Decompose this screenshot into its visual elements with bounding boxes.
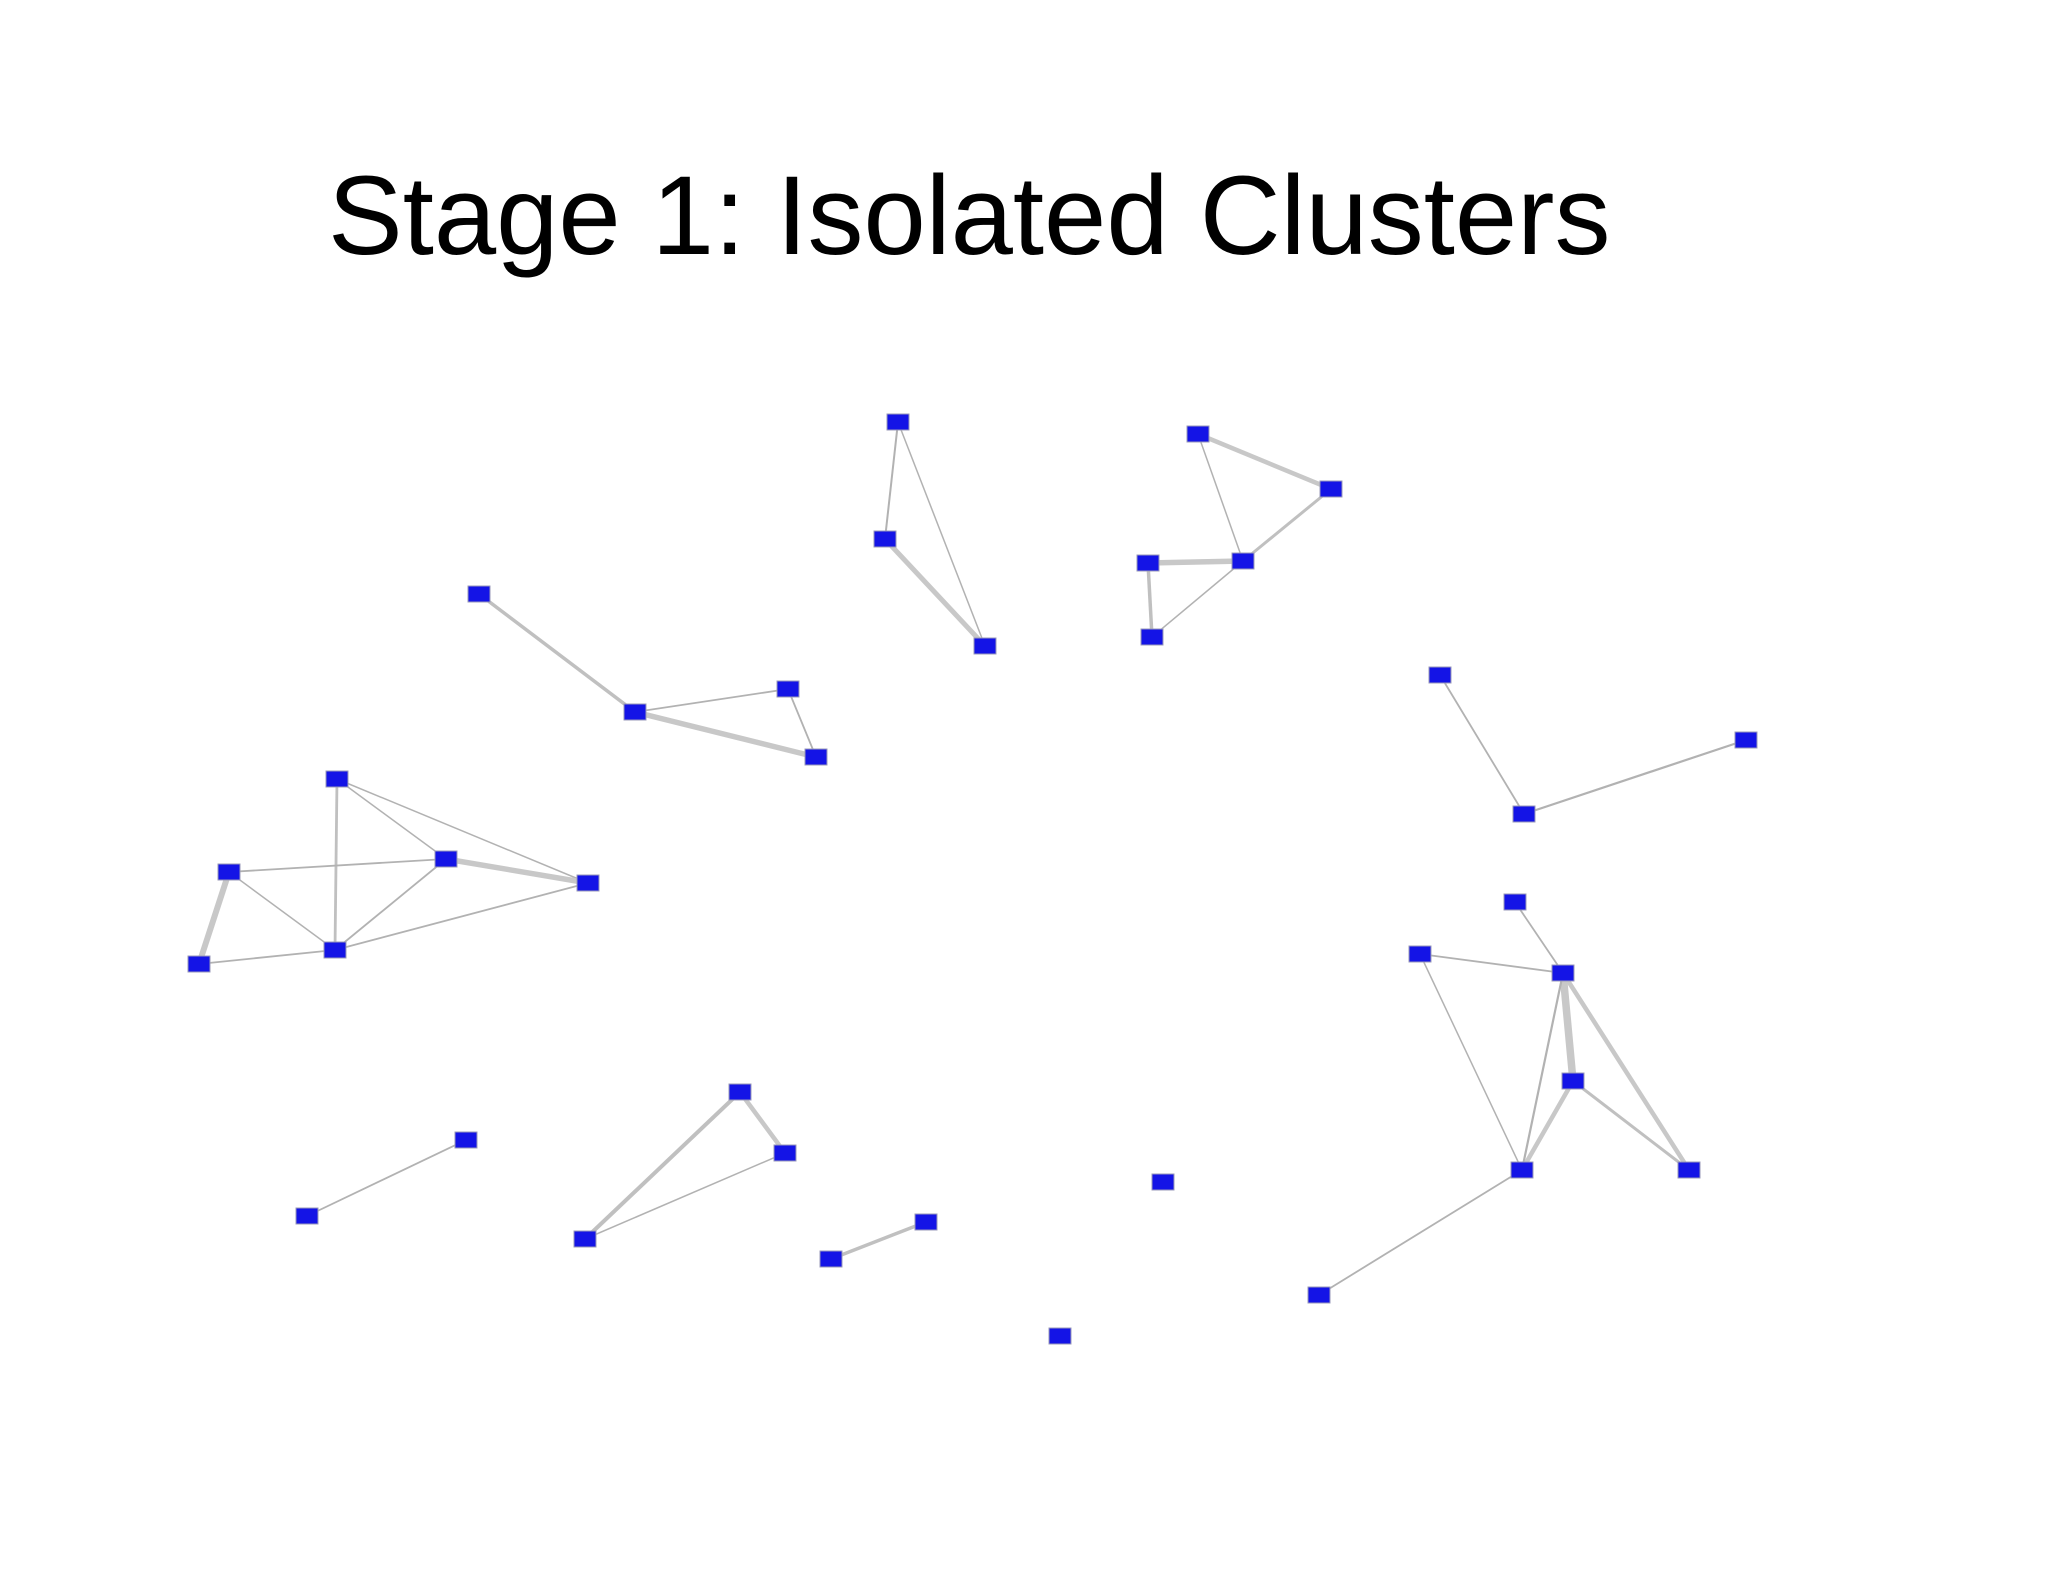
graph-node-j1 (1151, 1173, 1175, 1191)
graph-node-c4 (804, 748, 828, 766)
graph-edge-d5-d6 (198, 949, 336, 965)
graph-node-d3 (434, 850, 458, 868)
graph-node-g3 (573, 1230, 597, 1248)
graph-edge-f2-f5 (1419, 953, 1523, 1171)
graph-edge-f5-f7 (1318, 1169, 1523, 1296)
graph-edge-a1-a2 (884, 421, 899, 540)
graph-edge-f3-f4 (1559, 972, 1577, 1082)
graph-node-g2 (773, 1144, 797, 1162)
graph-node-b2 (1319, 480, 1343, 498)
graph-edge-e1-e2 (1439, 674, 1525, 815)
graph-edge-f1-f3 (1514, 901, 1564, 974)
graph-edge-f4-f5 (1520, 1079, 1575, 1172)
graph-edge-b1-b2 (1197, 431, 1332, 492)
graph-node-e1 (1428, 666, 1452, 684)
graph-edge-h1-h2 (306, 1139, 467, 1217)
graph-node-b5 (1140, 628, 1164, 646)
graph-node-f4 (1561, 1072, 1585, 1090)
graph-node-e2 (1512, 805, 1536, 823)
graph-edge-d3-d5 (334, 858, 447, 951)
graph-node-d4 (576, 874, 600, 892)
graph-edge-d1-d3 (336, 778, 447, 860)
graph-node-g1 (728, 1083, 752, 1101)
graph-node-h1 (454, 1131, 478, 1149)
graph-node-b1 (1186, 425, 1210, 443)
graph-edge-a2-a3 (883, 537, 987, 648)
graph-edge-e2-e3 (1523, 738, 1747, 816)
graph-edge-f2-f3 (1419, 953, 1564, 974)
graph-node-i1 (914, 1213, 938, 1231)
graph-edge-d2-d6 (196, 871, 232, 965)
graph-node-f5 (1510, 1161, 1534, 1179)
graph-edge-d2-d5 (228, 871, 336, 951)
graph-node-i2 (819, 1250, 843, 1268)
graph-edge-b4-b5 (1146, 562, 1154, 638)
graph-node-c3 (776, 680, 800, 698)
graph-node-c1 (467, 585, 491, 603)
graph-node-c2 (623, 703, 647, 721)
graph-node-j2 (1048, 1327, 1072, 1345)
graph-node-f7 (1307, 1286, 1331, 1304)
graph-edge-f4-f6 (1572, 1079, 1690, 1172)
graph-node-e3 (1734, 731, 1758, 749)
graph-node-d1 (325, 770, 349, 788)
graph-edge-f3-f6 (1561, 971, 1691, 1172)
graph-node-h2 (295, 1207, 319, 1225)
graph-edge-d2-d3 (228, 858, 447, 873)
graph-node-a1 (886, 413, 910, 431)
graph-edge-c2-c3 (634, 688, 789, 713)
graph-edge-d1-d4 (336, 778, 589, 884)
graph-edge-b4-b3 (1147, 558, 1244, 566)
graph-node-a3 (973, 637, 997, 655)
graph-edge-f3-f5 (1520, 972, 1565, 1171)
graph-edge-c2-c4 (634, 709, 817, 760)
graph-node-d2 (217, 863, 241, 881)
graph-node-b3 (1231, 552, 1255, 570)
graph-node-a2 (873, 530, 897, 548)
graph-edge-d4-d5 (334, 882, 589, 951)
graph-node-f2 (1408, 945, 1432, 963)
page-title: Stage 1: Isolated Clusters (328, 153, 1611, 278)
graph-edge-g2-g3 (584, 1152, 786, 1240)
graph-edge-c3-c4 (787, 688, 817, 758)
graph-edge-d3-d4 (445, 856, 589, 886)
graph-node-b4 (1136, 554, 1160, 572)
graph-edge-b2-b3 (1242, 487, 1332, 563)
graph-edge-a1-a3 (897, 421, 986, 647)
graph-node-d5 (323, 941, 347, 959)
graph-node-f3 (1551, 964, 1575, 982)
graph-edge-g1-g3 (583, 1090, 742, 1241)
graph-edge-i1-i2 (830, 1220, 927, 1261)
graph-edge-d1-d5 (333, 778, 339, 951)
graph-node-d6 (187, 955, 211, 973)
graph-edge-c1-c2 (477, 592, 637, 714)
graph-edge-b5-b3 (1151, 560, 1244, 638)
graph-edge-g1-g2 (738, 1090, 787, 1155)
graph-node-f6 (1677, 1161, 1701, 1179)
graph-edge-b1-b3 (1197, 433, 1244, 562)
graph-node-f1 (1503, 893, 1527, 911)
